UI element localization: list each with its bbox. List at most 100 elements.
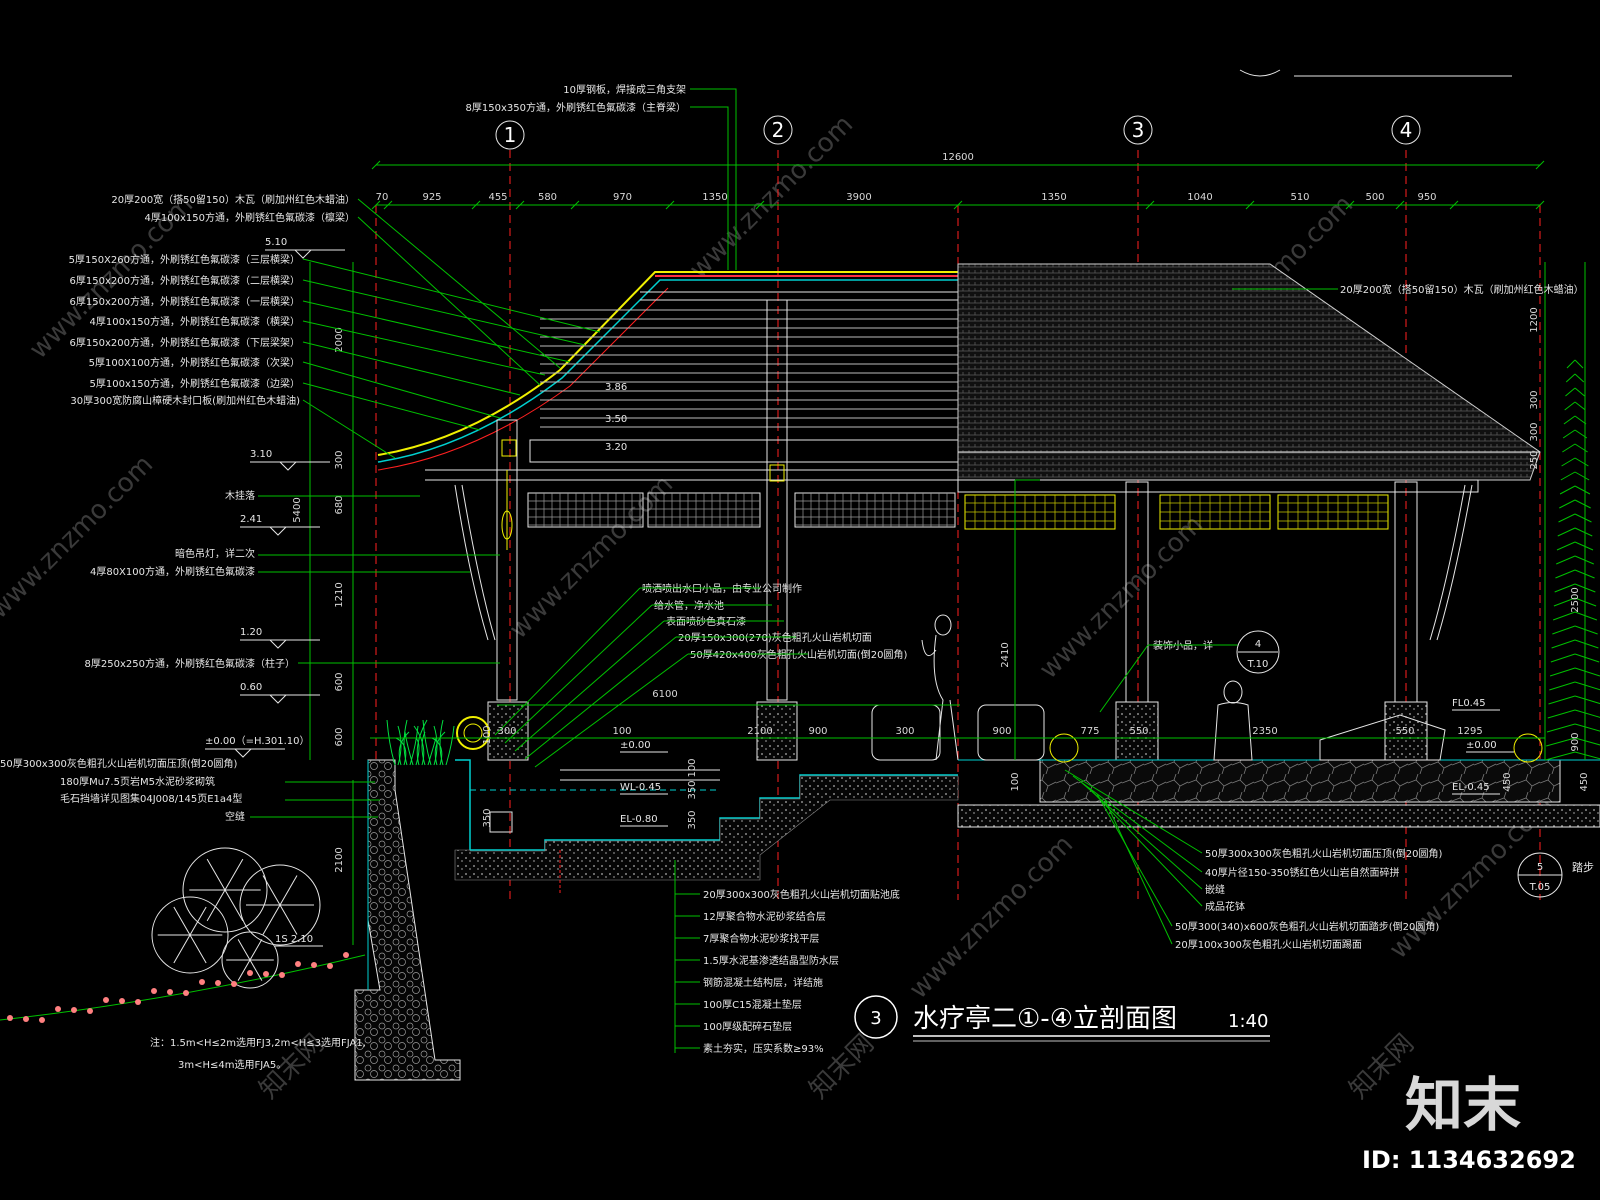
pool-side-dimension: 350 xyxy=(687,810,698,829)
note-tube: 4厚80X100方通，外刷锈红色氟碳漆 xyxy=(90,565,255,578)
left-note: 5厚100x150方通，外刷锈红色氟碳漆（边梁） xyxy=(90,377,300,390)
pool-layer-note: 7厚聚合物水泥砂浆找平层 xyxy=(703,932,819,945)
total-dimension: 12600 xyxy=(942,152,974,163)
right-note: 50厚300x300灰色粗孔火山岩机切面压顶(倒20圆角) xyxy=(1205,847,1442,860)
level-mark: 0.60 xyxy=(240,682,262,693)
grid-axis-3: 3 xyxy=(1123,115,1153,145)
grid-axis-label: 4 xyxy=(1400,118,1413,142)
grid-axis-4: 4 xyxy=(1391,115,1421,145)
pool-layer-notes: 20厚300x300灰色粗孔火山岩机切面贴池底 12厚聚合物水泥砂浆结合层 7厚聚合… xyxy=(674,860,900,1055)
left-dimension: 600 xyxy=(334,672,345,691)
top-dimension: 950 xyxy=(1417,192,1436,203)
pool-dimension: 2350 xyxy=(1252,726,1277,737)
drawing-title-block: 3 水疗亭二①-④立剖面图 1:40 xyxy=(854,995,1270,1042)
left-bottom-notes: 50厚300x300灰色粗孔火山岩机切面压顶(倒20圆角) 180厚Mu7.5页… xyxy=(0,757,380,1071)
site-logo: 知末 xyxy=(1405,1071,1521,1139)
roof-left-section: 3.86 3.50 3.20 xyxy=(377,271,959,701)
left-note: 6厚150x200方通，外刷锈红色氟碳漆（二层横梁） xyxy=(70,274,300,287)
pool-levels: ±0.00WL-0.45EL-0.80±0.00FL0.45EL-0.451S … xyxy=(275,698,1514,947)
pool-level: EL-0.45 xyxy=(1452,782,1490,793)
level-mark: 5.10 xyxy=(265,237,287,248)
pool-dimension: 1295 xyxy=(1457,726,1482,737)
left-note: 6厚150x200方通，外刷锈红色氟碳漆（下层梁架） xyxy=(70,336,300,349)
grid-axis-2: 2 xyxy=(763,115,793,145)
left-dimension: 100 xyxy=(482,725,493,744)
right-tree xyxy=(1545,359,1600,761)
pool-dimension: 6100 xyxy=(652,689,677,700)
left-note: 5厚150X260方通，外刷锈红色氟碳漆（三层横梁） xyxy=(69,253,300,266)
asset-id: ID: 1134632692 xyxy=(1362,1146,1576,1174)
top-dimension: 3900 xyxy=(846,192,871,203)
pool-layer-note: 100厚级配碎石垫层 xyxy=(703,1020,792,1033)
top-dimension: 1350 xyxy=(702,192,727,203)
watermark-7: www.znzmo.com xyxy=(904,830,1079,1005)
drawing-scale: 1:40 xyxy=(1228,1011,1268,1032)
grid-axis-label: 3 xyxy=(1132,118,1145,142)
pool-side-dimension: 100 xyxy=(1010,772,1021,791)
footnote-line-2: 3m<H≤4m选用FJA5。 xyxy=(178,1058,286,1071)
inner-level: 3.20 xyxy=(605,442,627,453)
drawing-title: 水疗亭二①-④立剖面图 xyxy=(913,1004,1177,1034)
right-dimension: 300 xyxy=(1529,390,1540,409)
top-dimension: 925 xyxy=(422,192,441,203)
pool-dimension: 900 xyxy=(992,726,1011,737)
pool-layer-note: 素土夯实，压实系数≥93% xyxy=(703,1042,824,1055)
left-notes: 20厚200宽（搭50留150）木瓦（刷加州红色木蜡油） 4厚100x150方通，… xyxy=(69,193,601,459)
note-gap: 空缝 xyxy=(225,810,245,823)
pool-dimension: 100 xyxy=(612,726,631,737)
title-number: 3 xyxy=(870,1008,881,1029)
reed-plants xyxy=(386,719,455,766)
level-mark: 3.10 xyxy=(250,449,272,460)
detail-callout-5: 5 T.05 xyxy=(1517,852,1563,898)
pool-layer-note: 12厚聚合物水泥砂浆结合层 xyxy=(703,910,826,923)
grid-axis-label: 1 xyxy=(504,123,517,147)
pool-section xyxy=(454,716,1600,895)
detail-callout-4: 4 T.10 xyxy=(1236,630,1280,674)
pool-dimension: 550 xyxy=(1129,726,1148,737)
branding: 知末 ID: 1134632692 xyxy=(1362,1071,1576,1174)
right-dimension: 2410 xyxy=(1000,642,1011,667)
inner-level: 3.50 xyxy=(605,414,627,425)
right-note: 成品花钵 xyxy=(1205,900,1245,913)
left-note: 20厚200宽（搭50留150）木瓦（刷加州红色木蜡油） xyxy=(111,193,355,206)
pool-dimension: 2100 xyxy=(747,726,772,737)
watermark-4: www.znzmo.com xyxy=(1034,510,1209,685)
top-dimension: 970 xyxy=(613,192,632,203)
callout-sheet: T.05 xyxy=(1529,882,1551,893)
pool-level: WL-0.45 xyxy=(620,782,661,793)
callout-number: 4 xyxy=(1255,639,1261,650)
left-note: 6厚150x200方通，外刷锈红色氟碳漆（一层横梁） xyxy=(70,295,300,308)
right-note: 40厚片径150-350锈红色火山岩自然面碎拼 xyxy=(1205,866,1400,879)
pool-layer-note: 100厚C15混凝土垫层 xyxy=(703,998,802,1011)
note-stone-wall: 毛石挡墙详见图集04J008/145页E1a4型 xyxy=(60,792,242,805)
callout-sheet: T.10 xyxy=(1247,659,1269,670)
left-dimension: 2000 xyxy=(334,327,345,352)
pool-side-dimension: 350 xyxy=(687,780,698,799)
grid-axis-bubbles: 1 2 3 4 xyxy=(495,69,1512,150)
right-note: 嵌缝 xyxy=(1205,883,1225,896)
left-note: 5厚100X100方通，外刷锈红色氟碳漆（次梁） xyxy=(89,356,300,369)
edge-label-steps: 踏步 xyxy=(1572,860,1594,874)
left-mid-notes: 木挂落 暗色吊灯，详二次 4厚80X100方通，外刷锈红色氟碳漆 8厚250x2… xyxy=(85,489,500,670)
left-dimension: 2100 xyxy=(334,847,345,872)
top-dimension: 1350 xyxy=(1041,192,1066,203)
pool-dimension: 775 xyxy=(1080,726,1099,737)
grid-axis-label: 2 xyxy=(772,118,785,142)
inner-level: 3.86 xyxy=(605,382,627,393)
left-note: 4厚100x150方通，外刷锈红色氟碳漆（檩梁） xyxy=(145,211,355,224)
note-wood-tile-right: 20厚200宽（搭50留150）木瓦（刷加州红色木蜡油） xyxy=(1340,283,1584,296)
pool-level: 1S 2.10 xyxy=(275,934,313,945)
pool-layer-note: 20厚300x300灰色粗孔火山岩机切面贴池底 xyxy=(703,888,900,901)
roof-right-elevation xyxy=(957,263,1541,703)
pool-layer-note: 1.5厚水泥基渗透结晶型防水层 xyxy=(703,954,839,967)
right-dimension: 1200 xyxy=(1529,307,1540,332)
pool-side-dimension: 100 xyxy=(687,758,698,777)
left-dimension: 350 xyxy=(482,808,493,827)
top-dimension: 580 xyxy=(538,192,557,203)
pool-dimension: 900 xyxy=(808,726,827,737)
level-mark: 1.20 xyxy=(240,627,262,638)
